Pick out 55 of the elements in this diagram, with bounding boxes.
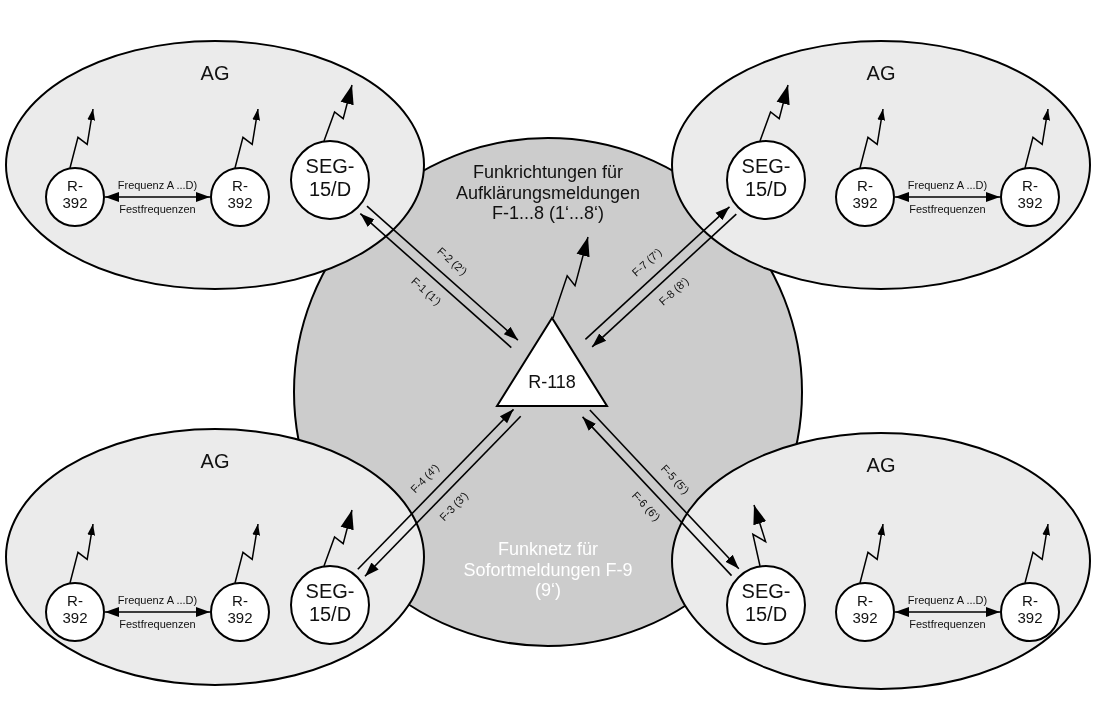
radio-label: R-392	[1016, 592, 1044, 627]
device-label: SEG-15/D	[304, 155, 356, 201]
radio-circle	[835, 167, 895, 227]
lightning-arrow	[323, 509, 354, 567]
lightning-arrow	[234, 523, 261, 584]
lightning-arrow	[859, 523, 886, 584]
lightning-arrow	[759, 84, 790, 142]
lightning-arrow	[323, 84, 354, 142]
unit-label: AG	[865, 62, 897, 85]
lightning-arrow	[69, 523, 96, 584]
lightning-arrow	[1024, 523, 1051, 584]
edge-label: Frequenz A ...D) Festfrequenzen	[906, 178, 989, 217]
device-label: SEG-15/D	[740, 155, 792, 201]
edge-label: Frequenz A ...D) Festfrequenzen	[116, 593, 199, 632]
edge-label: Frequenz A ...D) Festfrequenzen	[906, 593, 989, 632]
arrow	[357, 408, 515, 571]
radio-label: R-392	[1016, 177, 1044, 212]
arrow	[359, 212, 513, 349]
unit-label: AG	[199, 62, 231, 85]
radio-circle	[1000, 167, 1060, 227]
double-arrow	[894, 606, 1001, 618]
edge-label: Frequenz A ...D) Festfrequenzen	[116, 178, 199, 217]
arrow	[591, 213, 738, 348]
region-label: Funkrichtungen für Aufklärungsmeldungen F-1...8 (1‘...8‘)	[454, 162, 642, 225]
lightning-arrow	[69, 108, 96, 169]
radio-circle	[210, 167, 270, 227]
radio-circle	[45, 582, 105, 642]
arrow	[584, 206, 731, 341]
radio-label: R-392	[851, 592, 879, 627]
lightning-arrow	[859, 108, 886, 169]
radio-circle	[835, 582, 895, 642]
radio-label: R-392	[851, 177, 879, 212]
lightning-arrow	[1024, 108, 1051, 169]
radio-circle	[45, 167, 105, 227]
station-label: R-118	[527, 372, 577, 393]
arrow	[366, 205, 519, 341]
radio-label: R-392	[226, 177, 254, 212]
lightning-arrow	[234, 108, 261, 169]
unit-label: AG	[865, 454, 897, 477]
radio-label: R-392	[226, 592, 254, 627]
radio-circle	[1000, 582, 1060, 642]
arrow	[589, 409, 740, 570]
device-label: SEG-15/D	[740, 580, 792, 626]
double-arrow	[104, 606, 211, 618]
lightning-arrow	[751, 504, 767, 567]
radio-label: R-392	[61, 177, 89, 212]
radio-circle	[210, 582, 270, 642]
device-label: SEG-15/D	[304, 580, 356, 626]
double-arrow	[104, 191, 211, 203]
unit-label: AG	[199, 450, 231, 473]
lightning-arrow	[552, 236, 590, 319]
arrow	[581, 416, 733, 577]
radio-label: R-392	[61, 592, 89, 627]
arrow	[364, 415, 522, 578]
double-arrow	[894, 191, 1001, 203]
